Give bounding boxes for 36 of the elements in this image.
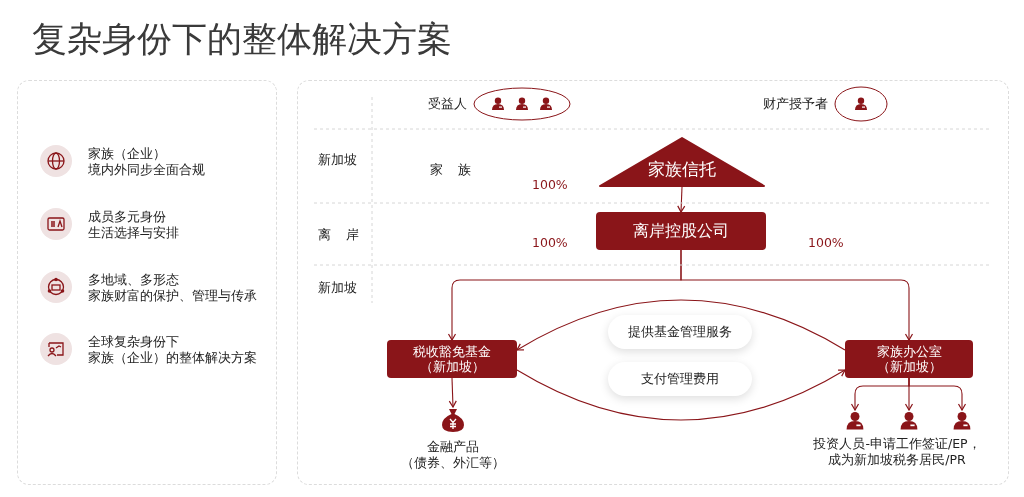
money-bag-icon [441, 407, 465, 433]
caption: 投资人员-申请工作签证/EP，成为新加坡税务居民/PR [812, 436, 982, 468]
percent-label: 100% [808, 235, 844, 251]
feature-text: 家族（企业）的整体解决方案 [88, 350, 257, 366]
arrow [516, 369, 846, 421]
company-box: 家族办公室（新加坡） [845, 340, 973, 378]
row-label: 财产授予者 [763, 96, 828, 112]
person-icon [953, 410, 971, 430]
feature-text: 多地域、多形态 [88, 272, 179, 288]
title: 复杂身份下的整体解决方案 [32, 18, 452, 61]
company-box: 税收豁免基金（新加坡） [387, 340, 517, 378]
company-box: 离岸控股公司 [596, 212, 766, 250]
feature-text: 家族（企业） [88, 146, 166, 162]
trust-triangle: 家族信托 [598, 137, 766, 187]
row-label: 新加坡 [318, 280, 357, 296]
arrow [448, 377, 457, 408]
row-label: 受益人 [428, 96, 467, 112]
feature-text: 家族财富的保护、管理与传承 [88, 288, 257, 304]
feature-text: 生活选择与安排 [88, 225, 179, 241]
node-caption: 金融产品（债券、外汇等） [400, 439, 506, 471]
edge-label: 提供基金管理服务 [608, 315, 752, 349]
percent-label: 100% [532, 177, 568, 193]
feature-text: 成员多元身份 [88, 209, 166, 225]
row-label: 新加坡 [318, 152, 357, 168]
arrow [680, 249, 914, 341]
edge-label: 支付管理费用 [608, 362, 752, 396]
feature-text: 全球复杂身份下 [88, 334, 179, 350]
feature-text: 境内外同步全面合规 [88, 162, 205, 178]
arrow [677, 186, 686, 213]
percent-label: 100% [532, 235, 568, 251]
arrow [908, 377, 967, 411]
arrow [516, 299, 846, 351]
row-label: 家族 [430, 162, 486, 178]
person-icon [900, 410, 918, 430]
row-label: 离岸 [318, 227, 374, 243]
person-icon [846, 410, 864, 430]
